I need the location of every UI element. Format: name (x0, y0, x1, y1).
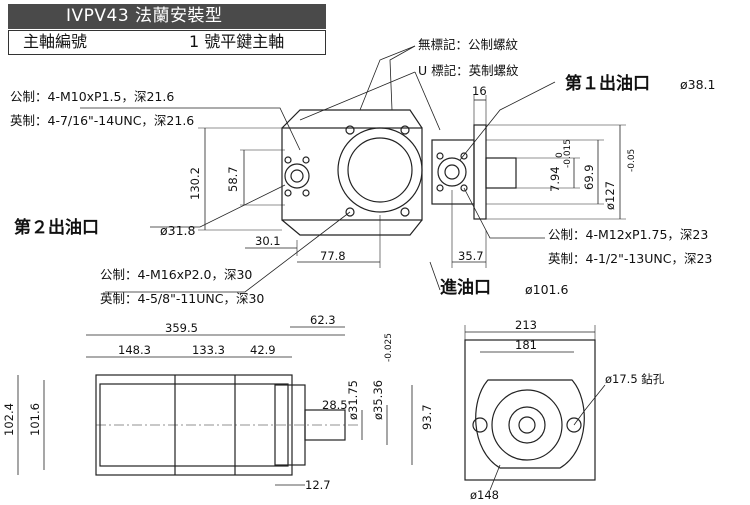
u-mark-legend: U 標記：英制螺紋 (418, 63, 519, 78)
dim-69-9: 69.9 (582, 164, 596, 190)
dim-133-3: 133.3 (192, 343, 225, 357)
dim-35-7: 35.7 (458, 249, 484, 263)
tol-minus-0-05: -0.05 (627, 148, 637, 172)
dim-35-36: ø35.36 (371, 380, 385, 420)
inlet-label: 進油口 (440, 278, 491, 298)
dim-28-5: 28.5 (322, 398, 348, 412)
outlet1-size: ø38.1 (680, 77, 716, 92)
dim-12-7: 12.7 (305, 478, 331, 492)
outlet2-label: 第２出油口 (14, 218, 99, 238)
dim-102-4: 102.4 (2, 403, 16, 436)
dim-148-3: 148.3 (118, 343, 151, 357)
tol-minus-0-025: -0.025 (384, 332, 394, 362)
shaft-value: 1 號平鍵主軸 (189, 32, 285, 51)
outlet1-thread-metric: 公制：4-M10xP1.5，深21.6 (10, 89, 175, 104)
outlet2-size: ø31.8 (160, 223, 196, 238)
end-flange (475, 379, 585, 469)
dim-42-9: 42.9 (250, 343, 276, 357)
dim-31-75: ø31.75 (346, 380, 360, 420)
inlet-port-circle (337, 127, 423, 213)
hole-note: ø17.5 鉆孔 (605, 372, 665, 386)
shaft-label: 主軸編號 (23, 32, 88, 51)
inlet-thread-metric: 公制：4-M12xP1.75，深23 (548, 227, 709, 242)
dim-359-5: 359.5 (165, 321, 198, 335)
pump-body-end (464, 339, 596, 481)
shaft-spec-row: 主軸編號 1 號平鍵主軸 (8, 30, 326, 55)
outlet2-port-circle (284, 163, 310, 189)
dim-30-1: 30.1 (255, 234, 281, 248)
dim-93-7: 93.7 (420, 404, 434, 430)
mounting-flange-top (473, 124, 487, 220)
outlet2-thread-imperial: 英制：4-5/8"-11UNC，深30 (100, 291, 265, 306)
dim-127: ø127 (603, 181, 617, 210)
outlet1-thread-imperial: 英制：4-7/16"-14UNC，深21.6 (10, 113, 195, 128)
tol-minus-0-015: -0.015 (563, 138, 573, 168)
dim-101-6: 101.6 (28, 403, 42, 436)
inlet-thread-imperial: 英制：4-1/2"-13UNC，深23 (548, 251, 713, 266)
none-mark-legend: 無標記：公制螺紋 (418, 37, 519, 52)
dim-181: 181 (515, 338, 537, 352)
dim-7-94: 7.94 (548, 166, 562, 192)
dim-58-7: 58.7 (226, 166, 240, 192)
outlet1-port-circle (437, 157, 467, 187)
dim-77-8: 77.8 (320, 249, 346, 263)
dim-213: 213 (515, 318, 537, 332)
model-title: IVPV43 法蘭安裝型 (8, 4, 326, 29)
dim-62-3: 62.3 (310, 313, 336, 327)
dim-148: ø148 (470, 488, 499, 502)
dim-130-2: 130.2 (188, 167, 202, 200)
outlet2-thread-metric: 公制：4-M16xP2.0，深30 (100, 267, 253, 282)
inlet-size: ø101.6 (525, 282, 569, 297)
outlet1-label: 第１出油口 (565, 74, 650, 94)
dim-16: 16 (472, 84, 487, 98)
shaft-top (485, 157, 517, 189)
